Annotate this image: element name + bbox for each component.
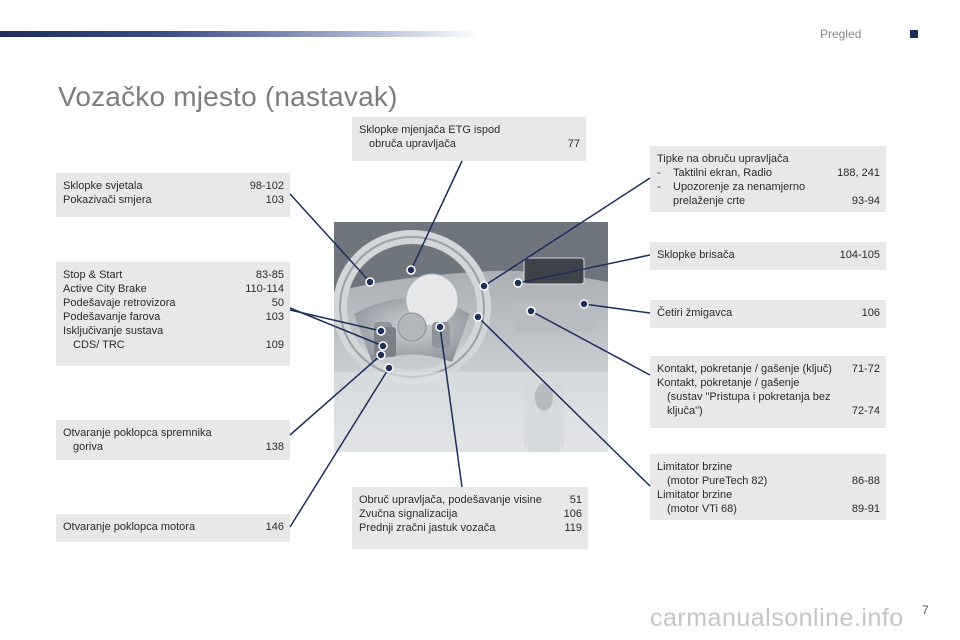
callout-text: Kontakt, pokretanje / gašenje [657,377,800,389]
callout-text: (sustav "Pristupa i pokretanja bez [667,391,831,403]
callout-dot [435,322,445,332]
page-ref-link[interactable]: 104-105 [839,249,880,261]
callout-row: ključa")72-74 [667,405,880,417]
page-ref-link[interactable]: 83-85 [255,269,284,281]
callout-dot [473,312,483,322]
callout-line [517,254,651,284]
page-ref-link[interactable]: 77 [567,138,580,150]
section-name: Pregled [820,27,862,41]
touchscreen-shape [523,257,585,285]
callout-dot [378,341,388,351]
watermark: carmanualsonline.info [650,604,904,632]
page-ref-link[interactable]: 89-91 [851,503,880,515]
callout-line [289,307,384,347]
section-marker-icon [910,30,918,38]
callout-text: Otvaranje poklopca spremnika [63,427,212,439]
callout-line [410,160,463,271]
page-ref-link[interactable]: 146 [265,521,284,533]
callout-dot [526,306,536,316]
page-ref-link[interactable]: 103 [265,194,284,206]
callout-line [439,326,463,488]
callout-dot [376,326,386,336]
callout-text: Sklopke mjenjača ETG ispod [359,124,501,136]
header-accent-bar [0,31,480,37]
callout-text: Tipke na obruču upravljača [657,153,789,165]
callout-text: Limitator brzine [657,489,733,501]
page-ref-link[interactable]: 188, 241 [837,167,880,179]
callout-row: (motor PureTech 82)86-88 [667,475,880,487]
callout-dot [406,265,416,275]
callout-line [483,177,651,287]
page-ref-link[interactable]: 109 [265,339,284,351]
etg-callout-box: Sklopke mjenjača ETG ispod obruča upravl… [352,117,586,161]
page-number: 7 [922,603,929,617]
page-ref-link[interactable]: 72-74 [851,405,880,417]
callout-line [477,316,651,487]
callout-dot [384,363,394,373]
callout-dot [479,281,489,291]
ignition-callout-box: Kontakt, pokretanje / gašenje (ključ)71-… [650,356,886,428]
callout-dot [365,277,375,287]
page-ref-link[interactable]: 50 [271,297,284,309]
callout-line [289,354,382,436]
wheel-buttons-callout-box: Tipke na obruču upravljača -Taktilni ekr… [650,146,886,212]
callout-line [289,193,371,283]
callout-dot [579,299,589,309]
page-ref-link[interactable]: 86-88 [851,475,880,487]
callout-text: Limitator brzine [657,461,733,473]
peugeot-logo-icon [397,312,427,342]
page-ref-link[interactable]: 106 [861,307,880,319]
lower-dashboard [334,372,608,452]
page-title: Vozačko mjesto (nastavak) [58,80,398,112]
callout-line [289,367,390,528]
page-ref-link[interactable]: 103 [265,311,284,323]
page-ref-link[interactable]: 93-94 [851,195,880,207]
page-ref-link[interactable]: 98-102 [249,180,284,192]
page-ref-link[interactable]: 119 [564,522,582,534]
speed-limiter-callout-box: Limitator brzine (motor PureTech 82)86-8… [650,454,886,520]
page-ref-link[interactable]: 106 [563,508,582,520]
callout-row: (motor VTi 68)89-91 [667,503,880,515]
callout-dot [376,350,386,360]
page-ref-link[interactable]: 71-72 [851,363,880,375]
page-ref-link[interactable]: 51 [569,494,582,506]
callout-text: Isključivanje sustava [63,325,164,337]
page-ref-link[interactable]: 110-114 [245,283,284,295]
callout-dot [513,278,523,288]
callout-row: -Upozorenje za nenamjerno [657,181,806,193]
callout-line [583,303,651,314]
callout-row: Kontakt, pokretanje / gašenje (ključ)71-… [657,363,880,375]
callout-line [530,310,651,376]
page-ref-link[interactable]: 138 [265,441,284,453]
